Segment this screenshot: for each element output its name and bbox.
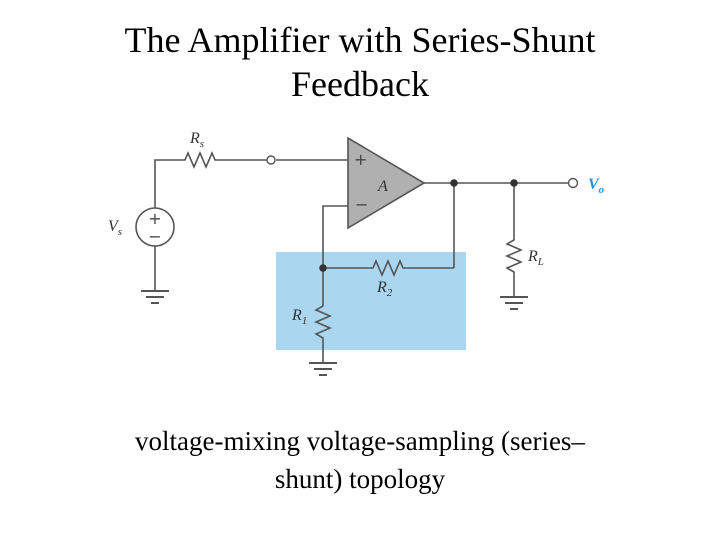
- caption-line-1: voltage-mixing voltage-sampling (series–: [135, 426, 585, 456]
- feedback-network-box: [276, 252, 466, 350]
- caption-line-2: shunt) topology: [274, 464, 446, 494]
- output-terminal-icon: [567, 177, 579, 189]
- amp-gain-label: A: [377, 178, 388, 195]
- junction-dot-load: [510, 179, 518, 187]
- vo-label: Vo: [588, 176, 605, 196]
- wire-source-top: [154, 159, 180, 208]
- vs-label: Vs: [108, 218, 122, 238]
- rl-label: RL: [527, 248, 544, 268]
- r1-label: R1: [291, 307, 307, 327]
- amp-minus-sign: −: [355, 195, 368, 214]
- source-minus-sign: −: [148, 227, 161, 246]
- title-line-2: Feedback: [291, 64, 429, 104]
- junction-dot-r1: [319, 264, 327, 272]
- slide-caption: voltage-mixing voltage-sampling (series–…: [60, 422, 660, 498]
- ground-icon-r1: [309, 362, 337, 376]
- ground-symbols: [141, 290, 528, 376]
- source-plus-sign: +: [148, 209, 161, 228]
- r1-resistor: [313, 303, 333, 341]
- junction-dot-feedback: [450, 179, 458, 187]
- slide-title: The Amplifier with Series-Shunt Feedback: [0, 18, 720, 106]
- r2-label: R2: [376, 279, 393, 299]
- voltage-source-icon: [135, 207, 175, 247]
- input-terminal-icon: [266, 155, 276, 165]
- amp-plus-sign: +: [354, 150, 367, 169]
- circuit-wires: [154, 150, 568, 362]
- r2-resistor: [368, 258, 406, 278]
- title-line-1: The Amplifier with Series-Shunt: [124, 20, 596, 60]
- rs-resistor: [180, 150, 220, 170]
- ground-icon-source: [141, 290, 169, 304]
- amplifier-icon: [347, 136, 426, 230]
- ground-icon-rl: [500, 296, 528, 310]
- rl-resistor: [504, 237, 524, 275]
- rs-label: Rs: [189, 130, 204, 150]
- wire-minus-input: [322, 205, 348, 268]
